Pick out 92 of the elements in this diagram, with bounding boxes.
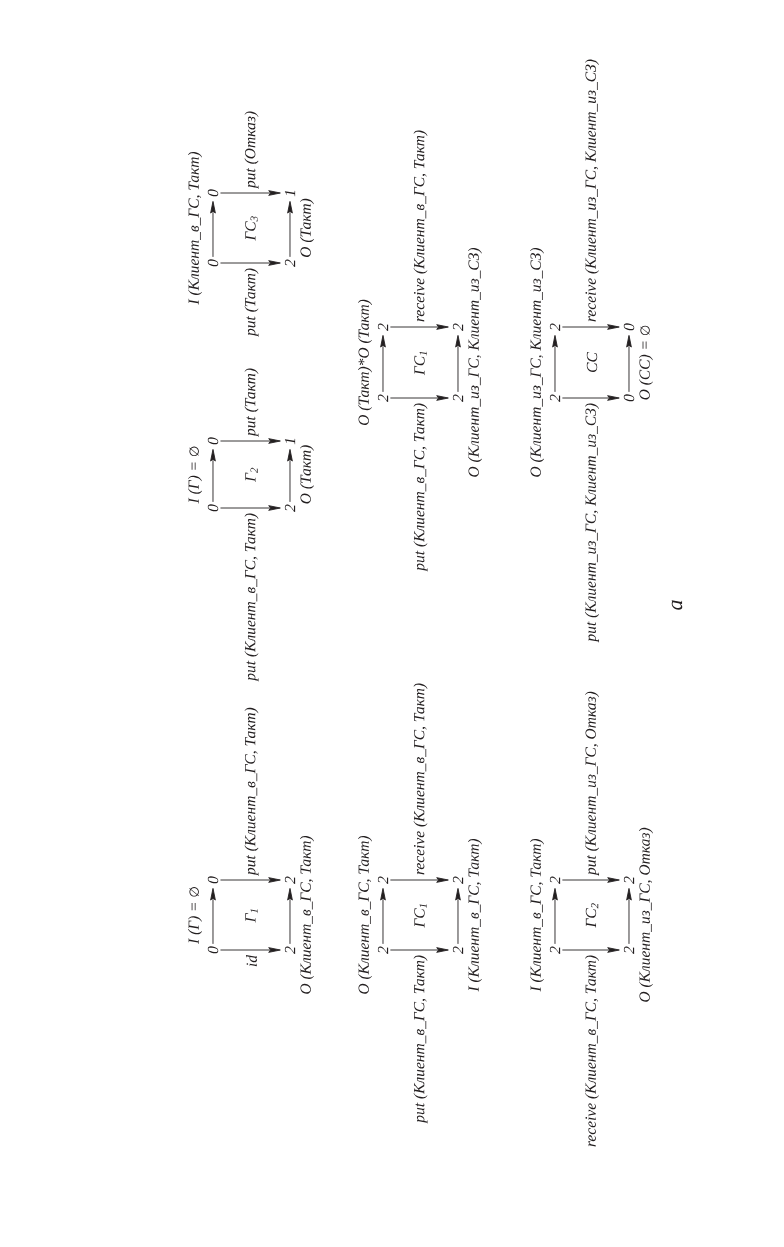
arrow [287, 449, 293, 503]
arrow [626, 887, 632, 945]
vertex-number: 1 [284, 190, 296, 197]
arrow [210, 449, 216, 503]
arrow-label: put (Такт) [244, 268, 259, 337]
vertex-number: 2 [377, 394, 389, 402]
arrow-label: I (Г) = ∅ [188, 887, 203, 944]
arrow [561, 324, 620, 330]
arrow-label: O (Клиент_в_ГС, Такт) [299, 835, 314, 994]
arrow [220, 260, 281, 266]
arrow [220, 947, 281, 953]
vertex-number: 2 [284, 504, 296, 512]
vertex-number: 2 [377, 323, 389, 331]
arrow-label: put (Клиент_в_ГС, Такт) [244, 513, 259, 682]
arrow-label: O (Клиент_из_ГС, Отказ) [638, 827, 653, 1002]
vertex-number: 0 [207, 504, 219, 512]
arrow-label: receive (Клиент_в_ГС, Такт) [413, 130, 428, 322]
square-label: СС [586, 352, 598, 372]
vertex-number: 2 [284, 946, 296, 954]
arrow [455, 887, 461, 945]
arrow-label: put (Отказ) [244, 111, 259, 189]
arrow-label: put (Клиент_из_ГС, Отказ) [584, 691, 599, 876]
square-label: Г$_{1}$ [245, 909, 258, 923]
vertex-number: 2 [452, 876, 464, 884]
arrow [287, 887, 293, 945]
arrow-label: I (Клиент_в_ГС, Такт) [530, 838, 545, 992]
vertex-number: 1 [284, 438, 296, 445]
arrow [220, 877, 281, 883]
vertex-number: 2 [377, 876, 389, 884]
arrow [561, 395, 620, 401]
arrow-label: O (Такт) [299, 198, 314, 257]
panel-letter: а [671, 600, 683, 610]
arrow-label: receive (Клиент_в_ГС, Такт) [413, 683, 428, 875]
arrow-label: I (Г) = ∅ [188, 446, 203, 504]
arrow [389, 324, 449, 330]
vertex-number: 0 [623, 394, 635, 402]
arrow-label: put (Клиент_в_ГС, Такт) [413, 955, 428, 1124]
vertex-number: 0 [207, 189, 219, 197]
arrow [561, 947, 620, 953]
vertex-number: 2 [452, 946, 464, 954]
arrow-label: O (Такт)*O (Такт) [358, 299, 373, 426]
arrow [389, 877, 449, 883]
arrow [380, 335, 386, 393]
vertex-number: 2 [623, 876, 635, 884]
arrow-label: put (Клиент_из_ГС, Клиент_из_СЗ) [584, 403, 599, 643]
square-label: ГС$_{1}$ [414, 904, 427, 928]
arrow-label: put (Клиент_в_ГС, Такт) [413, 403, 428, 572]
arrow-label: I (Клиент_в_ГС, Такт) [467, 838, 482, 992]
arrow [287, 201, 293, 258]
vertex-number: 0 [207, 437, 219, 445]
arrow [561, 877, 620, 883]
arrow-label: O (Клиент_из_ГС, Клиент_из_СЗ) [530, 248, 545, 477]
arrow [455, 335, 461, 393]
arrow-label: O (Клиент_в_ГС, Такт) [358, 835, 373, 994]
arrow [210, 887, 216, 945]
arrow-label: put (Такт) [244, 368, 259, 437]
vertex-number: 0 [207, 259, 219, 267]
arrow-label: id [246, 954, 257, 967]
arrow-label: receive (Клиент_из_ГС, Клиент_из_СЗ) [584, 59, 599, 322]
arrow-label: O (СС) = ∅ [638, 325, 653, 400]
arrow [220, 505, 281, 511]
arrow-label: O (Клиент_из_ГС, Клиент_из_СЗ) [467, 248, 482, 477]
arrow [552, 887, 558, 945]
vertex-number: 0 [207, 876, 219, 884]
arrow-label: receive (Клиент_в_ГС, Такт) [584, 955, 599, 1147]
arrow [389, 947, 449, 953]
vertex-number: 2 [284, 876, 296, 884]
arrow [552, 335, 558, 393]
vertex-number: 2 [377, 946, 389, 954]
square-label: ГС$_{1}$ [414, 351, 427, 376]
vertex-number: 2 [549, 946, 561, 954]
vertex-number: 2 [549, 876, 561, 884]
arrow [380, 887, 386, 945]
arrow-label: put (Клиент_в_ГС, Такт) [244, 707, 259, 876]
vertex-number: 2 [452, 394, 464, 402]
vertex-number: 2 [549, 323, 561, 331]
square-label: ГС$_{2}$ [585, 903, 599, 928]
arrow [210, 201, 216, 258]
arrow [220, 190, 281, 196]
vertex-number: 0 [623, 323, 635, 331]
vertex-number: 2 [452, 323, 464, 331]
arrow [389, 395, 449, 401]
vertex-number: 2 [284, 259, 296, 267]
arrow-label: I (Клиент_в_ГС, Такт) [188, 151, 203, 305]
vertex-number: 0 [207, 946, 219, 954]
arrow-label: O (Такт) [299, 445, 314, 504]
arrow [220, 438, 281, 444]
vertex-number: 2 [623, 946, 635, 954]
vertex-number: 2 [549, 394, 561, 402]
square-label: ГС$_{3}$ [245, 216, 258, 241]
arrow [626, 335, 632, 393]
square-label: Г$_{2}$ [245, 467, 258, 482]
